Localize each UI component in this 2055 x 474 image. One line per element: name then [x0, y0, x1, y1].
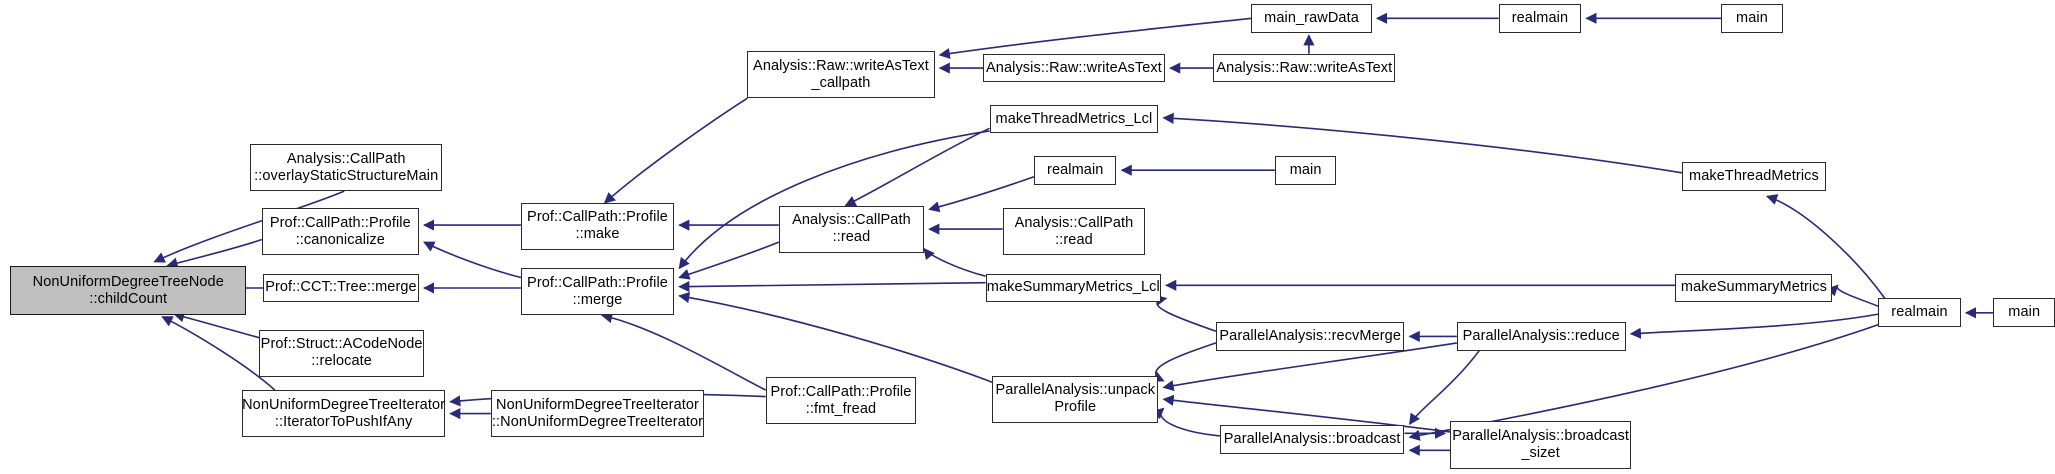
- graph-node[interactable]: main: [1274, 155, 1337, 185]
- graph-node-label: NonUniformDegreeTreeIterator ::NonUnifor…: [491, 396, 704, 430]
- call-edge-n14-to-n11: [844, 127, 990, 207]
- call-edge-n10-to-n7: [603, 97, 748, 204]
- call-edge-n27-to-n14: [1162, 112, 1683, 174]
- graph-node[interactable]: makeSummaryMetrics: [1675, 273, 1833, 303]
- graph-node[interactable]: Analysis::CallPath ::read: [778, 205, 925, 253]
- graph-node-label: ParallelAnalysis::reduce: [1462, 327, 1620, 344]
- graph-node-label: ParallelAnalysis::unpack Profile: [995, 382, 1156, 416]
- graph-node[interactable]: ParallelAnalysis::broadcast: [1219, 425, 1405, 455]
- graph-node-label: Prof::CallPath::Profile ::merge: [527, 274, 668, 308]
- call-edge-n15-to-n11: [928, 175, 1035, 213]
- graph-node-label: Prof::CCT::Tree::merge: [265, 279, 417, 296]
- call-edge-n4-to-n0: [173, 311, 260, 339]
- call-edge-n8-to-n2: [423, 241, 522, 279]
- graph-node-label: main: [1289, 161, 1322, 178]
- graph-node[interactable]: realmain: [1034, 155, 1117, 185]
- graph-node-label: Analysis::Raw::writeAsText _callpath: [753, 57, 929, 91]
- call-edge-n2-to-n0: [166, 238, 263, 269]
- graph-node[interactable]: makeSummaryMetrics_Lcl: [985, 273, 1161, 303]
- graph-node-label: realmain: [1047, 161, 1104, 178]
- call-edge-n9-to-n8: [601, 312, 767, 391]
- graph-node[interactable]: Analysis::CallPath ::read: [1002, 208, 1146, 256]
- graph-node[interactable]: Prof::Struct::ACodeNode ::relocate: [259, 329, 425, 377]
- graph-node-label: Prof::CallPath::Profile ::fmt_fread: [770, 383, 912, 417]
- graph-node-label: realmain: [1891, 304, 1948, 321]
- graph-node-label: Analysis::CallPath ::read: [1014, 214, 1134, 248]
- graph-node-label: makeSummaryMetrics: [1680, 279, 1827, 296]
- graph-node-root[interactable]: NonUniformDegreeTreeNode ::childCount: [10, 265, 247, 316]
- graph-node[interactable]: main: [1993, 298, 2055, 328]
- graph-node[interactable]: realmain: [1498, 3, 1582, 33]
- graph-node[interactable]: makeThreadMetrics_Lcl: [989, 104, 1159, 134]
- call-edge-n11-to-n8: [678, 241, 780, 280]
- call-edge-n29-to-n25: [1629, 313, 1879, 339]
- graph-node[interactable]: Analysis::Raw::writeAsText _callpath: [747, 51, 935, 99]
- graph-node-label: Analysis::CallPath ::read: [792, 212, 911, 246]
- graph-node[interactable]: Prof::CallPath::Profile ::fmt_fread: [765, 376, 917, 425]
- graph-node-label: ParallelAnalysis::recvMerge: [1219, 327, 1402, 344]
- call-edge-n23-to-n19: [1152, 342, 1217, 382]
- call-edge-n25-to-n24: [1409, 350, 1480, 426]
- call-edge-n23-to-n18: [1155, 294, 1217, 332]
- call-edge-n24-to-n19: [1152, 407, 1220, 437]
- graph-node[interactable]: ParallelAnalysis::recvMerge: [1215, 321, 1405, 351]
- call-edge-n29-to-n28: [1826, 284, 1879, 308]
- graph-node[interactable]: Analysis::CallPath ::overlayStaticStruct…: [250, 143, 443, 192]
- graph-node-label: ParallelAnalysis::broadcast _sizet: [1452, 428, 1629, 462]
- graph-node-label: Analysis::Raw::writeAsText: [986, 59, 1162, 76]
- graph-node[interactable]: Prof::CCT::Tree::merge: [263, 273, 419, 303]
- graph-node[interactable]: Analysis::Raw::writeAsText: [982, 53, 1165, 83]
- graph-node[interactable]: Prof::CallPath::Profile ::merge: [520, 268, 675, 316]
- graph-node-label: Analysis::CallPath ::overlayStaticStruct…: [254, 150, 439, 184]
- graph-node-label: Prof::CallPath::Profile ::make: [527, 209, 668, 243]
- call-edge-n19-to-n8: [678, 291, 993, 383]
- graph-node-label: makeSummaryMetrics_Lcl: [986, 279, 1160, 296]
- graph-node-label: main: [2008, 304, 2041, 321]
- graph-node-label: main_rawData: [1264, 9, 1359, 26]
- graph-node-label: makeThreadMetrics_Lcl: [995, 110, 1153, 127]
- graph-node-label: main: [1736, 9, 1768, 26]
- graph-node-label: makeThreadMetrics: [1689, 168, 1819, 185]
- graph-node[interactable]: main_rawData: [1251, 3, 1372, 33]
- graph-node-label: NonUniformDegreeTreeNode ::childCount: [32, 273, 224, 307]
- graph-node[interactable]: ParallelAnalysis::broadcast _sizet: [1450, 421, 1631, 469]
- graph-node[interactable]: Analysis::Raw::writeAsText: [1213, 53, 1396, 83]
- graph-node-label: Prof::Struct::ACodeNode ::relocate: [260, 336, 423, 370]
- graph-node[interactable]: main: [1721, 3, 1783, 33]
- graph-node[interactable]: makeThreadMetrics: [1681, 162, 1826, 192]
- call-edge-n18-to-n11: [923, 247, 986, 277]
- graph-node[interactable]: ParallelAnalysis::unpack Profile: [992, 375, 1159, 423]
- graph-node-label: ParallelAnalysis::broadcast: [1223, 431, 1401, 448]
- graph-node-label: realmain: [1511, 9, 1569, 26]
- graph-node[interactable]: Prof::CallPath::Profile ::canonicalize: [261, 208, 419, 256]
- graph-node[interactable]: Prof::CallPath::Profile ::make: [520, 202, 675, 250]
- call-edge-n20-to-n10: [938, 17, 1252, 60]
- graph-node[interactable]: NonUniformDegreeTreeIterator ::IteratorT…: [242, 390, 446, 438]
- graph-node-label: Analysis::Raw::writeAsText: [1216, 59, 1393, 76]
- graph-node[interactable]: ParallelAnalysis::reduce: [1456, 321, 1626, 351]
- graph-node[interactable]: NonUniformDegreeTreeIterator ::NonUnifor…: [490, 390, 705, 438]
- graph-node-label: NonUniformDegreeTreeIterator ::IteratorT…: [242, 396, 446, 430]
- graph-node[interactable]: realmain: [1878, 298, 1961, 328]
- graph-node-label: Prof::CallPath::Profile ::canonicalize: [269, 214, 411, 248]
- call-edge-n18-to-n8: [678, 280, 986, 293]
